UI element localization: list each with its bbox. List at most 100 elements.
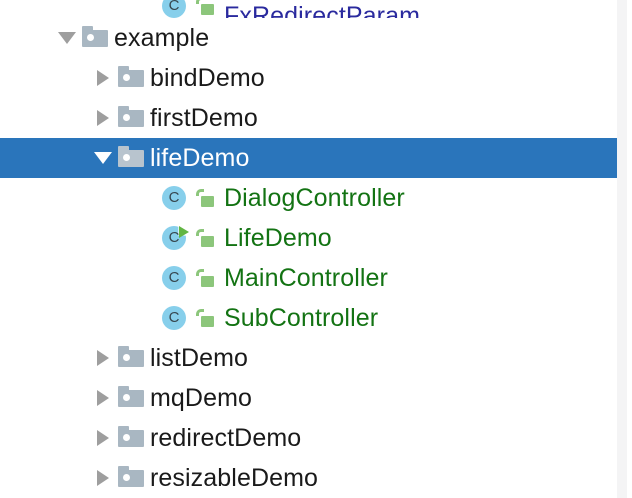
tree-row[interactable]: resizableDemo xyxy=(0,458,617,498)
chevron-right-icon[interactable] xyxy=(90,378,116,418)
tree-row-label: SubController xyxy=(224,304,379,332)
padlock-body xyxy=(201,236,214,247)
twisty-glyph xyxy=(97,470,109,486)
unlocked-padlock-icon xyxy=(192,0,220,18)
tree-row[interactable]: C DialogController xyxy=(0,178,617,218)
class-icon: C xyxy=(160,258,192,298)
tree-row-label: lifeDemo xyxy=(150,144,250,172)
chevron-down-icon[interactable] xyxy=(90,138,116,178)
tree-row[interactable]: bindDemo xyxy=(0,58,617,98)
folder-body xyxy=(118,470,144,487)
tree-row-label: redirectDemo xyxy=(150,424,302,452)
project-file-tree[interactable]: C FxRedirectParam example bindDemo firstDemo… xyxy=(0,0,617,498)
twisty-glyph xyxy=(97,70,109,86)
twisty-glyph xyxy=(97,390,109,406)
unlocked-padlock-icon xyxy=(192,218,220,258)
folder-icon xyxy=(80,18,110,58)
folder-tab xyxy=(82,26,93,31)
folder-tab xyxy=(118,386,129,391)
folder-body xyxy=(118,110,144,127)
class-icon-letter: C xyxy=(168,189,180,206)
tree-row[interactable]: C FxRedirectParam xyxy=(0,0,617,18)
twisty-glyph xyxy=(58,32,76,44)
twisty-glyph xyxy=(94,152,112,164)
tree-row-label: bindDemo xyxy=(150,64,265,92)
folder-body xyxy=(118,70,144,87)
padlock-body xyxy=(201,316,214,327)
padlock-shackle xyxy=(196,189,204,196)
folder-dot xyxy=(123,434,130,441)
tree-row-label: example xyxy=(114,24,210,52)
twisty-glyph xyxy=(97,110,109,126)
folder-icon xyxy=(116,378,146,418)
folder-icon xyxy=(116,98,146,138)
tree-row[interactable]: firstDemo xyxy=(0,98,617,138)
chevron-right-icon[interactable] xyxy=(90,418,116,458)
chevron-right-icon[interactable] xyxy=(90,98,116,138)
folder-body xyxy=(118,430,144,447)
folder-body xyxy=(82,30,108,47)
folder-tab xyxy=(118,66,129,71)
folder-tab xyxy=(118,346,129,351)
padlock-body xyxy=(201,276,214,287)
folder-icon xyxy=(116,138,146,178)
class-icon-letter: C xyxy=(168,309,180,326)
folder-body xyxy=(118,390,144,407)
tree-row[interactable]: listDemo xyxy=(0,338,617,378)
tree-row-label: MainController xyxy=(224,264,388,292)
twisty-glyph xyxy=(97,350,109,366)
class-icon-letter: C xyxy=(168,0,180,14)
folder-dot xyxy=(87,34,94,41)
class-icon-circle xyxy=(162,306,186,330)
folder-tab xyxy=(118,146,129,151)
tree-row[interactable]: C SubController xyxy=(0,298,617,338)
class-icon: C xyxy=(160,0,192,18)
folder-icon xyxy=(116,418,146,458)
folder-icon xyxy=(116,338,146,378)
tree-row[interactable]: C LifeDemo xyxy=(0,218,617,258)
vertical-scrollbar[interactable] xyxy=(617,0,627,498)
scrollbar-right-padding xyxy=(627,0,632,498)
unlocked-padlock-icon xyxy=(192,258,220,298)
tree-row[interactable]: example xyxy=(0,18,617,58)
class-runnable-icon[interactable]: C xyxy=(160,218,192,258)
folder-dot xyxy=(123,74,130,81)
tree-row[interactable]: mqDemo xyxy=(0,378,617,418)
padlock-body xyxy=(201,4,214,15)
folder-body xyxy=(118,150,144,167)
chevron-right-icon[interactable] xyxy=(90,458,116,498)
tree-row-label: mqDemo xyxy=(150,384,253,412)
folder-dot xyxy=(123,394,130,401)
class-icon: C xyxy=(160,178,192,218)
folder-tab xyxy=(118,466,129,471)
padlock-shackle xyxy=(196,229,204,236)
tree-row[interactable]: redirectDemo xyxy=(0,418,617,458)
folder-dot xyxy=(123,354,130,361)
class-icon-letter: C xyxy=(168,269,180,286)
class-icon-circle xyxy=(162,266,186,290)
folder-dot xyxy=(123,474,130,481)
tree-row-label: FxRedirectParam xyxy=(224,2,420,19)
padlock-shackle xyxy=(196,0,204,4)
folder-icon xyxy=(116,458,146,498)
tree-row-label: LifeDemo xyxy=(224,224,332,252)
padlock-body xyxy=(201,196,214,207)
tree-row[interactable]: C MainController xyxy=(0,258,617,298)
padlock-shackle xyxy=(196,269,204,276)
run-triangle-icon[interactable] xyxy=(179,226,189,238)
class-icon: C xyxy=(160,298,192,338)
class-icon-circle xyxy=(162,0,186,18)
folder-dot xyxy=(123,154,130,161)
tree-row[interactable]: lifeDemo xyxy=(0,138,617,178)
unlocked-padlock-icon xyxy=(192,298,220,338)
chevron-down-icon[interactable] xyxy=(54,18,80,58)
chevron-right-icon[interactable] xyxy=(90,338,116,378)
chevron-right-icon[interactable] xyxy=(90,58,116,98)
folder-body xyxy=(118,350,144,367)
tree-row-label: firstDemo xyxy=(150,104,258,132)
folder-tab xyxy=(118,106,129,111)
class-icon-circle xyxy=(162,186,186,210)
tree-row-label: DialogController xyxy=(224,184,405,212)
class-icon-letter: C xyxy=(168,229,180,246)
twisty-glyph xyxy=(97,430,109,446)
